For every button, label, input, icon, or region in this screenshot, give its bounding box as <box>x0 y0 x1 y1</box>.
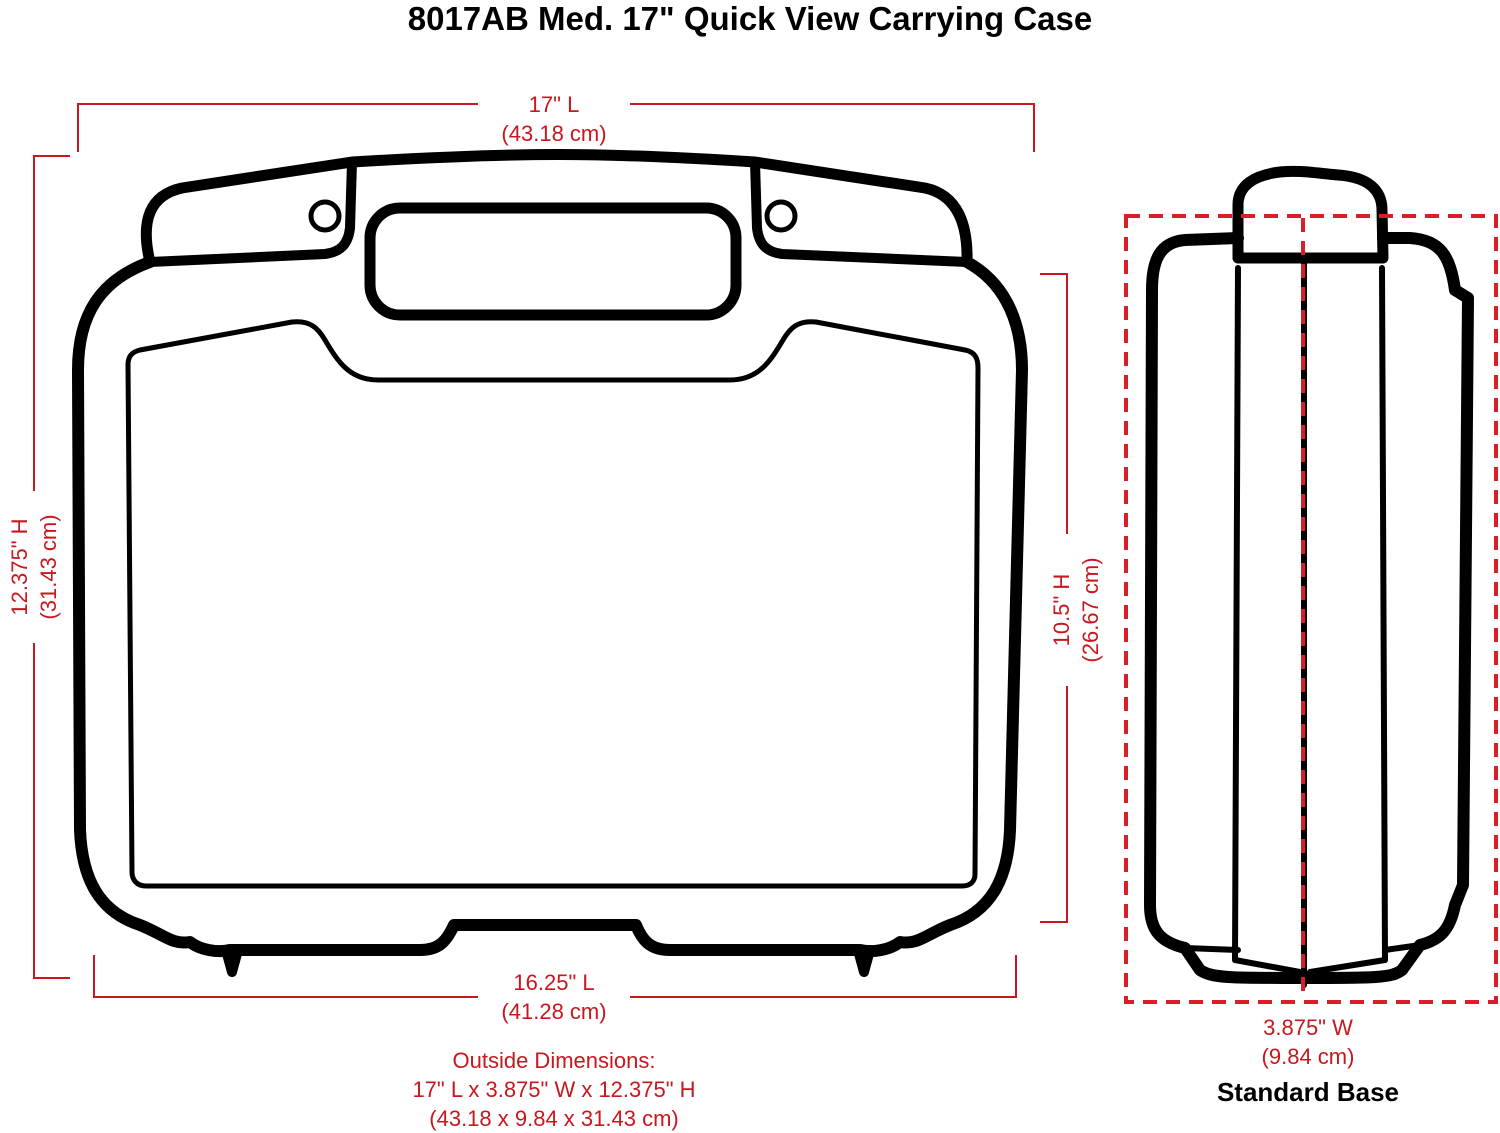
hinge-left <box>145 157 357 267</box>
side-inner-left <box>1232 265 1303 975</box>
side-inner-right <box>1307 265 1388 975</box>
side-handle <box>1232 165 1389 264</box>
side-width-label: 3.875" W (9.84 cm) <box>1208 1013 1408 1071</box>
dim-bottom-length-label: 16.25" L (41.28 cm) <box>478 968 630 1026</box>
page-title: 8017AB Med. 17" Quick View Carrying Case <box>407 0 1093 37</box>
outside-dimensions-imperial: 17" L x 3.875" W x 12.375" H <box>412 1077 696 1102</box>
dim-overall-height-imperial: 12.375" H <box>7 518 32 616</box>
foot-left <box>221 945 243 977</box>
side-dimension-box <box>1124 214 1498 1004</box>
dim-body-height-label: 10.5" H (26.67 cm) <box>1047 534 1105 686</box>
dim-top-length-imperial: 17" L <box>528 92 580 117</box>
outside-dimensions-heading: Outside Dimensions: <box>452 1048 656 1073</box>
foot-right <box>853 945 875 977</box>
case-side-view <box>1144 165 1474 988</box>
case-front-view <box>72 149 1028 977</box>
side-width-imperial: 3.875" W <box>1263 1015 1353 1040</box>
side-base-right <box>1382 942 1423 953</box>
outside-dimensions-summary: Outside Dimensions: 17" L x 3.875" W x 1… <box>354 1046 754 1133</box>
hinge-right <box>750 157 972 267</box>
dim-top-length-label: 17" L (43.18 cm) <box>478 90 630 148</box>
hinge-pin-right <box>764 199 798 233</box>
dim-body-height-imperial: 10.5" H <box>1049 573 1074 647</box>
dim-overall-height-label: 12.375" H (31.43 cm) <box>5 491 63 643</box>
hinge-pin-left <box>308 199 342 233</box>
dim-body-height-metric: (26.67 cm) <box>1078 557 1103 663</box>
dim-top-length-metric: (43.18 cm) <box>501 121 607 146</box>
inner-window <box>125 319 981 889</box>
handle-grip <box>364 202 742 321</box>
side-outer-body <box>1144 232 1474 984</box>
side-view-caption: Standard Base <box>1216 1077 1400 1107</box>
dim-overall-height-metric: (31.43 cm) <box>36 514 61 620</box>
dim-bottom-length-imperial: 16.25" L <box>513 970 595 995</box>
dim-bottom-length-metric: (41.28 cm) <box>501 999 607 1024</box>
outer-body <box>72 256 1028 958</box>
side-base-left <box>1182 945 1241 953</box>
side-width-metric: (9.84 cm) <box>1261 1044 1355 1069</box>
side-bounding-box <box>1124 214 1498 1004</box>
dimension-lines <box>33 103 1068 998</box>
handle-top-arc <box>140 149 973 268</box>
outside-dimensions-metric: (43.18 x 9.84 x 31.43 cm) <box>429 1106 679 1131</box>
